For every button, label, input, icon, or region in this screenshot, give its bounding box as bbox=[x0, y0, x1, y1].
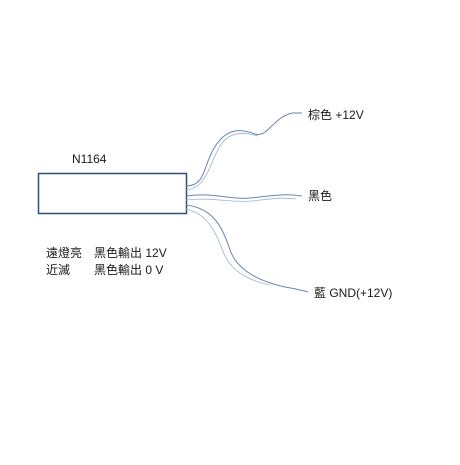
device-box bbox=[37, 172, 188, 215]
wire-bottom-strand bbox=[185, 208, 271, 286]
wire-top bbox=[185, 112, 302, 187]
wire-top-strand bbox=[185, 133, 259, 191]
note-line-1: 遠燈亮黑色輸出 12V bbox=[46, 246, 167, 260]
wire-middle-label: 黑色 bbox=[308, 189, 333, 203]
note-line-2: 近滅 黑色輸出 0 V bbox=[46, 263, 163, 277]
device-model-label: N1164 bbox=[72, 152, 107, 166]
wire-middle bbox=[185, 194, 303, 199]
wire-bottom-label: 藍 GND(+12V) bbox=[314, 286, 393, 300]
wire-top-label: 棕色 +12V bbox=[308, 108, 364, 122]
wire-bottom bbox=[185, 204, 309, 293]
note-line-1-output: 黑色輸出 12V bbox=[94, 246, 167, 260]
wire-middle-strand bbox=[185, 197, 297, 202]
note-line-2-output: 黑色輸出 0 V bbox=[94, 263, 164, 277]
note-line-1-condition: 遠燈亮 bbox=[46, 246, 83, 260]
note-line-2-condition: 近滅 bbox=[46, 263, 71, 277]
